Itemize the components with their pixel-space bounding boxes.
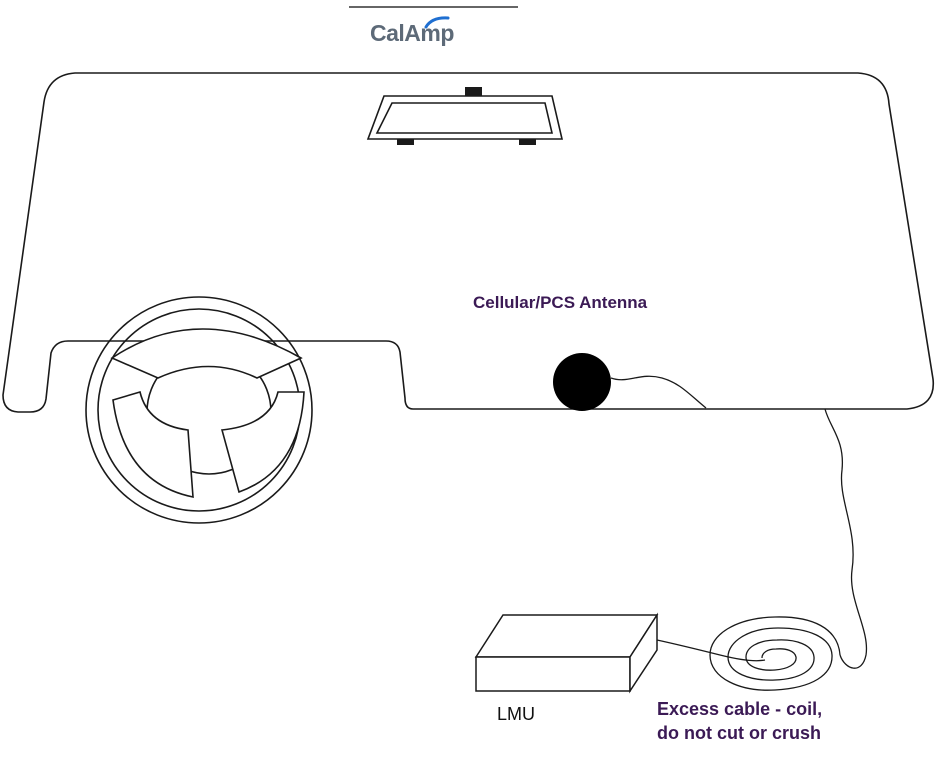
antenna-label: Cellular/PCS Antenna	[473, 293, 647, 313]
antenna-puck	[553, 353, 611, 411]
cable-coil	[710, 617, 840, 690]
lmu-box	[476, 615, 657, 691]
cable-note-line-2: do not cut or crush	[657, 721, 822, 745]
calamp-logo: CalAmp	[370, 20, 454, 47]
steering-wheel	[86, 297, 312, 523]
rearview-mirror	[368, 87, 562, 145]
cable-note: Excess cable - coil, do not cut or crush	[657, 697, 822, 745]
cable-note-line-1: Excess cable - coil,	[657, 697, 822, 721]
lmu-label: LMU	[497, 704, 535, 725]
